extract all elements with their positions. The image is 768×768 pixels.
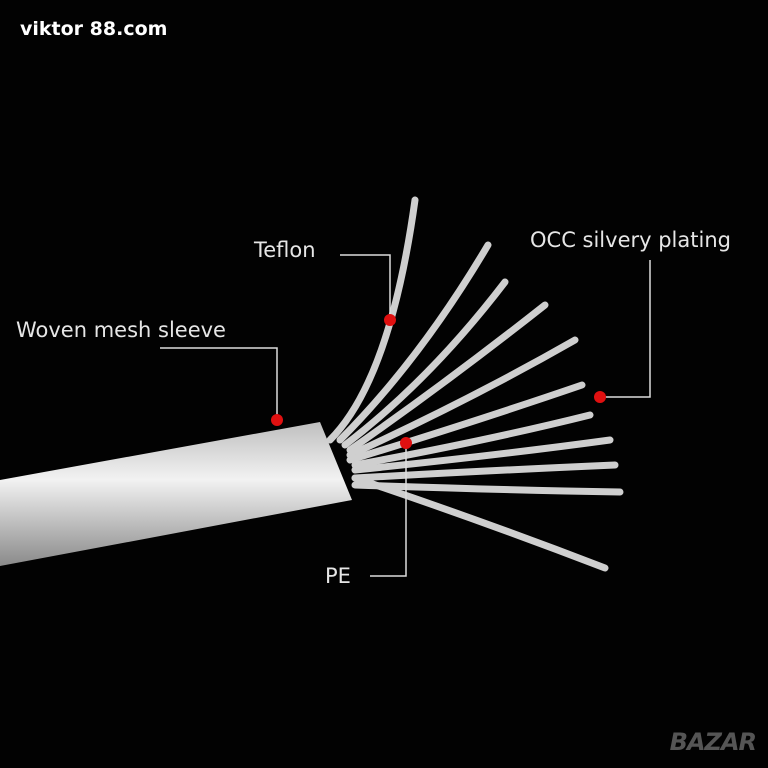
label-woven-mesh-sleeve: Woven mesh sleeve	[16, 318, 226, 342]
callout-markers	[271, 314, 606, 449]
label-teflon: Teflon	[254, 238, 316, 262]
cable-sleeve	[0, 422, 352, 566]
site-watermark: viktor 88.com	[20, 18, 168, 40]
label-occ-silvery-plating: OCC silvery plating	[530, 228, 731, 252]
label-pe: PE	[325, 564, 351, 588]
wire-strands	[326, 196, 624, 572]
bazar-logo-watermark: BAZAR	[669, 728, 757, 756]
callout-lines	[160, 254, 651, 577]
